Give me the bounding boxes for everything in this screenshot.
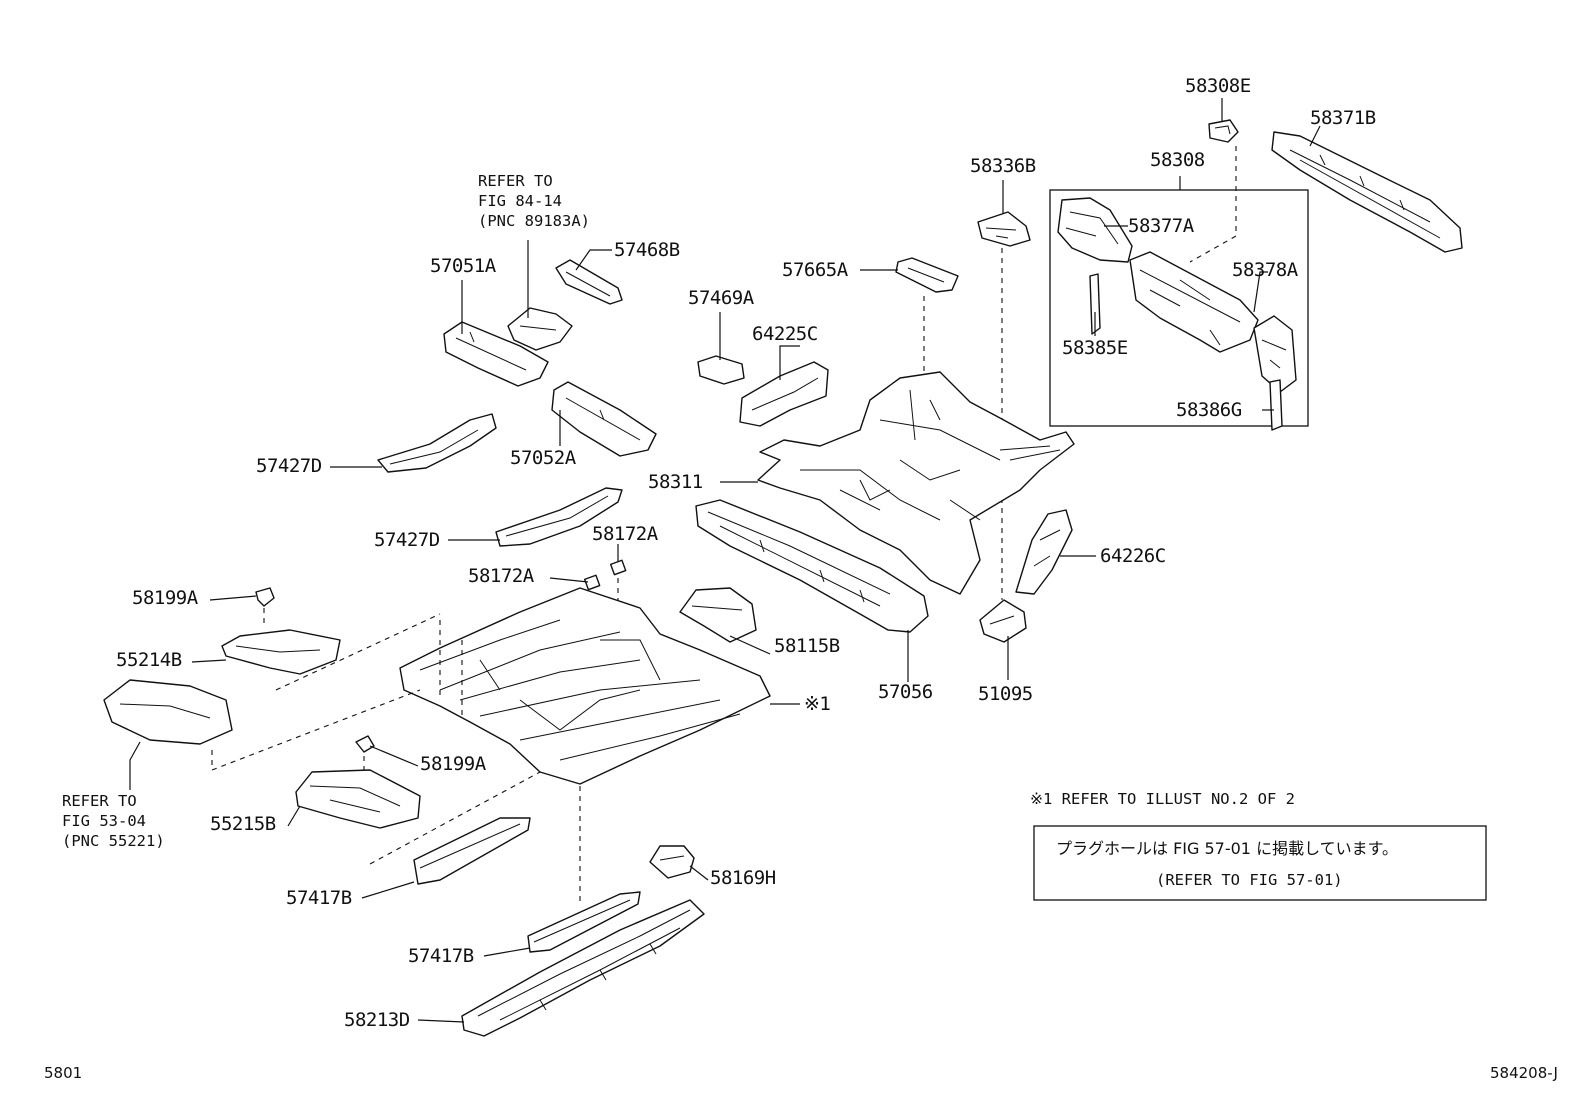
plug-hole-note-box bbox=[1033, 825, 1487, 901]
label-58311[interactable]: 58311 bbox=[648, 471, 703, 493]
part-57468B-drawing bbox=[555, 259, 623, 305]
part-number-labels: 58308E 58371B 58308 58336B 58377A 58378A… bbox=[116, 75, 1376, 1031]
part-front-floor-pan-drawing bbox=[399, 587, 771, 785]
leader-dashed-55214B bbox=[275, 613, 441, 691]
refer-to-fig-53-04: REFER TO FIG 53-04 (PNC 55221) bbox=[62, 792, 165, 850]
part-57427D-lower-drawing bbox=[495, 487, 623, 547]
part-58169H-drawing bbox=[649, 845, 695, 879]
label-57427D-upper[interactable]: 57427D bbox=[256, 455, 322, 477]
label-55215B[interactable]: 55215B bbox=[210, 813, 276, 835]
label-55214B[interactable]: 55214B bbox=[116, 649, 182, 671]
part-58371B-drawing bbox=[1271, 131, 1463, 253]
label-58336B[interactable]: 58336B bbox=[970, 155, 1036, 177]
part-64225C-drawing bbox=[739, 361, 829, 427]
plug-hole-note-jp: プラグホールは FIG 57-01 に掲載しています。 bbox=[1056, 839, 1398, 858]
label-58385E[interactable]: 58385E bbox=[1062, 337, 1128, 359]
part-55221-drawing bbox=[103, 679, 233, 745]
footer-illustration-id: 584208-J bbox=[1490, 1064, 1558, 1082]
part-57417B-upper-drawing bbox=[413, 817, 531, 885]
leader-lines bbox=[129, 98, 1321, 1023]
part-58386G-drawing bbox=[1269, 379, 1283, 431]
part-57417B-lower-drawing bbox=[527, 891, 641, 953]
refer-line-3: (PNC 55221) bbox=[62, 832, 165, 850]
label-58377A[interactable]: 58377A bbox=[1128, 215, 1195, 237]
part-55215B-drawing bbox=[295, 769, 421, 829]
star-note: ※1 REFER TO ILLUST NO.2 OF 2 bbox=[1030, 790, 1295, 808]
plug-hole-note-en: (REFER TO FIG 57-01) bbox=[1156, 871, 1343, 889]
part-58377A-drawing bbox=[1057, 197, 1133, 263]
label-58172A-lower[interactable]: 58172A bbox=[468, 565, 535, 587]
leader-dashed-55215B bbox=[369, 771, 541, 865]
label-64226C[interactable]: 64226C bbox=[1100, 545, 1166, 567]
label-57417B-upper[interactable]: 57417B bbox=[286, 887, 352, 909]
part-58336B-drawing bbox=[977, 211, 1031, 247]
leader-dashed-floor-left bbox=[439, 620, 463, 720]
part-57665A-drawing bbox=[895, 257, 959, 293]
part-58172A-lower-drawing bbox=[583, 574, 601, 591]
label-58199A-lower[interactable]: 58199A bbox=[420, 753, 487, 775]
leader-dashed-58308E bbox=[1189, 146, 1237, 263]
label-58169H[interactable]: 58169H bbox=[710, 867, 776, 889]
part-58115B-drawing bbox=[679, 587, 757, 643]
part-58199A-lower-drawing bbox=[355, 735, 375, 753]
label-57427D-lower[interactable]: 57427D bbox=[374, 529, 440, 551]
refer-line-3: (PNC 89183A) bbox=[478, 212, 590, 230]
part-58199A-upper-drawing bbox=[255, 587, 275, 607]
refer-line-2: FIG 53-04 bbox=[62, 812, 146, 830]
part-58172A-upper-drawing bbox=[609, 559, 627, 576]
label-57052A[interactable]: 57052A bbox=[510, 447, 577, 469]
refer-line-1: REFER TO bbox=[478, 172, 553, 190]
part-55214B-drawing bbox=[221, 629, 341, 675]
label-57056[interactable]: 57056 bbox=[878, 681, 933, 703]
part-57051A-drawing bbox=[443, 321, 549, 387]
part-57056-drawing bbox=[695, 499, 929, 633]
footer-figure-code: 5801 bbox=[44, 1064, 82, 1082]
leader-dashed-55221 bbox=[211, 689, 421, 771]
label-57051A[interactable]: 57051A bbox=[430, 255, 497, 277]
refer-line-1: REFER TO bbox=[62, 792, 137, 810]
part-58385E-drawing bbox=[1089, 273, 1101, 335]
assembly-box-58308 bbox=[1049, 189, 1309, 427]
label-58213D[interactable]: 58213D bbox=[344, 1009, 410, 1031]
label-58378A[interactable]: 58378A bbox=[1232, 259, 1299, 281]
part-58378A-drawing bbox=[1253, 315, 1297, 393]
part-58213D-drawing bbox=[461, 899, 705, 1037]
label-57468B[interactable]: 57468B bbox=[614, 239, 680, 261]
refer-to-fig-84-14: REFER TO FIG 84-14 (PNC 89183A) bbox=[478, 172, 590, 230]
part-57052A-drawing bbox=[551, 381, 657, 457]
part-89183A-drawing bbox=[507, 307, 573, 351]
label-58386G[interactable]: 58386G bbox=[1176, 399, 1242, 421]
label-64225C[interactable]: 64225C bbox=[752, 323, 818, 345]
label-star1: ※1 bbox=[804, 693, 830, 715]
label-51095[interactable]: 51095 bbox=[978, 683, 1033, 705]
part-64226C-drawing bbox=[1015, 509, 1073, 595]
label-58308E[interactable]: 58308E bbox=[1185, 75, 1251, 97]
label-58115B[interactable]: 58115B bbox=[774, 635, 840, 657]
label-57469A[interactable]: 57469A bbox=[688, 287, 755, 309]
label-57665A[interactable]: 57665A bbox=[782, 259, 849, 281]
part-58308-drawing bbox=[1129, 251, 1259, 353]
label-58371B[interactable]: 58371B bbox=[1310, 107, 1376, 129]
label-58172A-upper[interactable]: 58172A bbox=[592, 523, 659, 545]
label-58199A-upper[interactable]: 58199A bbox=[132, 587, 199, 609]
part-58311-drawing bbox=[757, 371, 1075, 595]
part-57469A-drawing bbox=[697, 355, 745, 385]
refer-line-2: FIG 84-14 bbox=[478, 192, 562, 210]
part-51095-drawing bbox=[979, 599, 1027, 643]
part-57427D-upper-drawing bbox=[377, 413, 497, 473]
part-58308E-drawing bbox=[1208, 119, 1239, 143]
label-58308[interactable]: 58308 bbox=[1150, 149, 1205, 171]
label-57417B-lower[interactable]: 57417B bbox=[408, 945, 474, 967]
